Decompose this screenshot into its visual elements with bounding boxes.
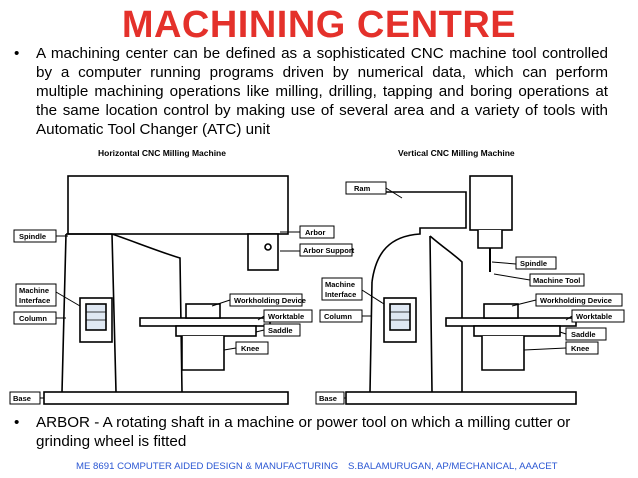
definition-bullet: • A machining center can be defined as a… (14, 44, 608, 139)
bullet-marker: • (14, 45, 20, 62)
footer-course: ME 8691 COMPUTER AIDED DESIGN & MANUFACT… (76, 461, 339, 472)
v-base-label: Base (319, 394, 337, 403)
h-arbor-support-label: Arbor Support (303, 246, 355, 255)
v-ram-label: Ram (354, 184, 371, 193)
v-worktable-label: Worktable (576, 312, 612, 321)
h-workholding-label: Workholding Device (234, 296, 306, 305)
vertical-machine-title: Vertical CNC Milling Machine (398, 148, 515, 158)
h-column-label: Column (19, 314, 47, 323)
h-interface-label-1: Machine (19, 286, 49, 295)
v-saddle-label: Saddle (571, 330, 596, 339)
v-workholding-label: Workholding Device (540, 296, 612, 305)
v-interface-label-1: Machine (325, 280, 355, 289)
h-saddle-label: Saddle (268, 326, 293, 335)
vertical-machine-drawing (340, 175, 577, 405)
h-base-label: Base (13, 394, 31, 403)
definition-text: A machining center can be defined as a s… (36, 45, 608, 138)
arbor-text: ARBOR - A rotating shaft in a machine or… (36, 414, 571, 450)
h-worktable-label: Worktable (268, 312, 304, 321)
v-column-label: Column (324, 312, 352, 321)
bullet-marker: • (14, 414, 20, 431)
v-knee-label: Knee (571, 344, 589, 353)
arbor-bullet: • ARBOR - A rotating shaft in a machine … (14, 413, 614, 451)
h-interface-label-2: Interface (19, 296, 50, 305)
horizontal-machine-drawing (40, 175, 300, 405)
h-knee-label: Knee (241, 344, 259, 353)
h-arbor-label: Arbor (305, 228, 325, 237)
footer-author: S.BALAMURUGAN, AP/MECHANICAL, AAACET (348, 461, 558, 472)
v-machine-tool-label: Machine Tool (533, 276, 580, 285)
horizontal-machine-title: Horizontal CNC Milling Machine (98, 148, 226, 158)
v-spindle-label: Spindle (520, 259, 547, 268)
slide-title: MACHINING CENTRE (121, 4, 517, 46)
v-interface-label-2: Interface (325, 290, 356, 299)
h-spindle-label: Spindle (19, 232, 46, 241)
